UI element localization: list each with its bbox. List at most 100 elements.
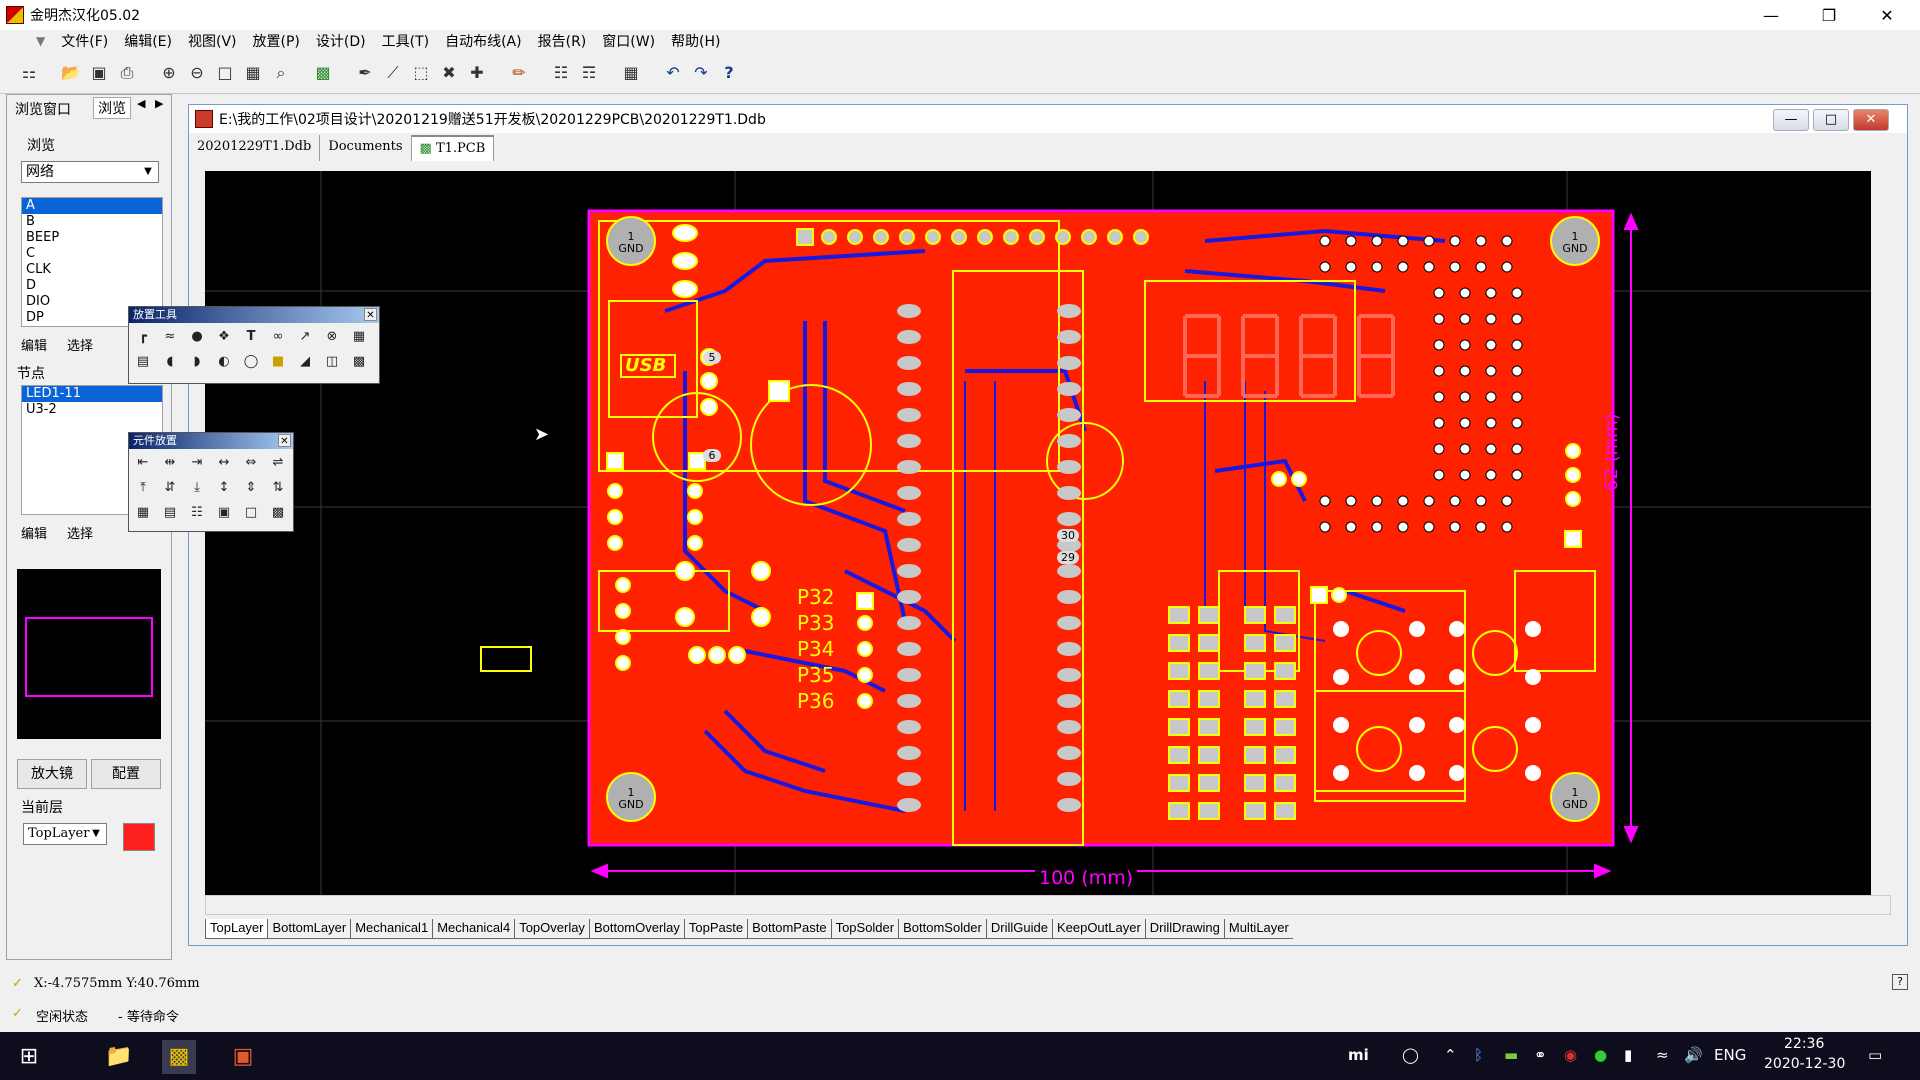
- layer-tab-mechanical4[interactable]: Mechanical4: [432, 919, 515, 939]
- move-icon[interactable]: ✚: [470, 63, 484, 82]
- place-origin-icon[interactable]: ⊗: [326, 329, 338, 344]
- browse-mode-select[interactable]: 网络▼: [21, 161, 159, 183]
- tab-scroll-left-icon[interactable]: ◀: [137, 97, 146, 110]
- place-text-icon[interactable]: T: [246, 329, 256, 344]
- doc-restore-button[interactable]: □: [1813, 109, 1849, 131]
- grid-icon[interactable]: ▦: [623, 63, 639, 82]
- redo-icon[interactable]: ↷: [694, 63, 708, 82]
- arrange-room-icon[interactable]: ▦: [136, 505, 150, 520]
- print-icon[interactable]: ⎙: [120, 63, 134, 82]
- place-arc-center-icon[interactable]: ◖: [166, 354, 174, 369]
- microphone-icon[interactable]: ⚭: [1534, 1046, 1547, 1064]
- place-polygon-icon[interactable]: ◢: [300, 354, 310, 369]
- sync-icon[interactable]: ◯: [1402, 1046, 1419, 1064]
- zoom-fit-icon[interactable]: □: [217, 63, 233, 82]
- place-circle-icon[interactable]: ◯: [243, 354, 259, 369]
- menu-design[interactable]: 设计(D): [315, 34, 366, 50]
- help-status-icon[interactable]: ?: [1892, 974, 1908, 990]
- help-icon[interactable]: ?: [724, 63, 734, 82]
- align-top-icon[interactable]: ⤒: [140, 480, 146, 495]
- protel-app-icon[interactable]: ▩: [162, 1040, 196, 1074]
- input-language[interactable]: ENG: [1714, 1046, 1747, 1064]
- align-bottom-icon[interactable]: ⤓: [194, 480, 200, 495]
- tab-scroll-right-icon[interactable]: ▶: [155, 97, 164, 110]
- clock-time[interactable]: 22:36: [1784, 1036, 1825, 1052]
- layer-tab-drilldrawing[interactable]: DrillDrawing: [1144, 919, 1224, 939]
- horizontal-scrollbar[interactable]: [205, 895, 1891, 915]
- menu-file[interactable]: 文件(F): [61, 34, 109, 50]
- menu-window[interactable]: 窗口(W): [602, 34, 656, 50]
- place-array-icon[interactable]: ▩: [352, 354, 366, 369]
- menu-place[interactable]: 放置(P): [252, 34, 300, 50]
- space-v-decrease-icon[interactable]: ⇅: [272, 480, 284, 495]
- current-layer-select[interactable]: TopLayer▼: [23, 823, 107, 845]
- place-arc-any-icon[interactable]: ◐: [218, 354, 230, 369]
- space-h-equal-icon[interactable]: ↔: [218, 455, 230, 470]
- list-item[interactable]: BEEP: [26, 230, 60, 245]
- layer-tab-toplayer[interactable]: TopLayer: [205, 919, 268, 939]
- layer-tab-multilayer[interactable]: MultiLayer: [1223, 919, 1293, 939]
- wechat-icon[interactable]: ●: [1594, 1046, 1608, 1064]
- list-item[interactable]: A: [22, 198, 162, 214]
- zoom-out-icon[interactable]: ⊖: [190, 63, 204, 82]
- close-icon[interactable]: ✕: [364, 308, 377, 321]
- list-item[interactable]: DIO: [26, 294, 51, 309]
- layer-tab-bottomsolder[interactable]: BottomSolder: [898, 919, 986, 939]
- volume-icon[interactable]: 🔊: [1684, 1046, 1703, 1064]
- windows-start-icon[interactable]: ⊞: [19, 1044, 39, 1069]
- mi-icon[interactable]: mi: [1348, 1046, 1369, 1064]
- align-center-v-icon[interactable]: ⇵: [164, 480, 176, 495]
- vertical-scrollbar[interactable]: [1871, 171, 1891, 895]
- layer-tab-toppaste[interactable]: TopPaste: [683, 919, 748, 939]
- deselect-icon[interactable]: ✖: [442, 63, 456, 82]
- project-tree-icon[interactable]: ⚏: [21, 63, 37, 82]
- space-h-increase-icon[interactable]: ⇔: [245, 455, 257, 470]
- net-list[interactable]: A B BEEP C CLK D DIO DP: [21, 197, 163, 327]
- battery-icon[interactable]: ▮: [1624, 1046, 1633, 1064]
- menu-tools[interactable]: 工具(T): [381, 34, 430, 50]
- layer-tab-drillguide[interactable]: DrillGuide: [985, 919, 1052, 939]
- component-library-icon[interactable]: ▩: [271, 505, 285, 520]
- place-via-icon[interactable]: ❖: [218, 329, 230, 344]
- ungroup-icon[interactable]: □: [244, 505, 258, 520]
- cross-probe-icon[interactable]: ✒: [358, 63, 372, 82]
- doc-minimize-button[interactable]: —: [1773, 109, 1809, 131]
- menu-edit[interactable]: 编辑(E): [124, 34, 172, 50]
- space-v-increase-icon[interactable]: ⇕: [245, 480, 257, 495]
- menu-autoroute[interactable]: 自动布线(A): [445, 34, 522, 50]
- line-tool-icon[interactable]: ⟋: [387, 63, 399, 82]
- menu-help[interactable]: 帮助(H): [671, 34, 721, 50]
- record-icon[interactable]: ◉: [1564, 1046, 1578, 1064]
- place-line-icon[interactable]: ≈: [164, 329, 176, 344]
- restore-button[interactable]: ❐: [1821, 5, 1837, 25]
- nvidia-icon[interactable]: ▬: [1504, 1046, 1519, 1064]
- undo-icon[interactable]: ↶: [666, 63, 680, 82]
- layer-tab-mechanical1[interactable]: Mechanical1: [350, 919, 433, 939]
- align-center-h-icon[interactable]: ⇹: [164, 455, 176, 470]
- placement-tools-palette[interactable]: 放置工具✕ ┏ ≈ ● ❖ T ∞ ↗ ⊗ ▦ ▤ ◖ ◗ ◐ ◯ ■ ◢ ◫ …: [128, 306, 380, 384]
- open-folder-icon[interactable]: 📂: [61, 63, 81, 82]
- system-menu-icon[interactable]: ▼: [36, 34, 46, 48]
- bluetooth-icon[interactable]: ᛒ: [1474, 1046, 1484, 1064]
- tab-ddb[interactable]: 20201229T1.Ddb: [189, 135, 321, 161]
- route-icon[interactable]: ✏: [512, 63, 526, 82]
- zoom-area-icon[interactable]: ▦: [245, 63, 261, 82]
- list-item[interactable]: CLK: [26, 262, 51, 277]
- align-right-icon[interactable]: ⇥: [191, 455, 203, 470]
- layer-tab-keepoutlayer[interactable]: KeepOutLayer: [1051, 919, 1145, 939]
- layer-tab-bottomlayer[interactable]: BottomLayer: [267, 919, 351, 939]
- tab-t1-pcb[interactable]: ▩ T1.PCB: [411, 135, 495, 161]
- list-item[interactable]: LED1-11: [22, 386, 162, 402]
- config-button[interactable]: 配置: [91, 759, 161, 789]
- move-to-grid-icon[interactable]: ☷: [191, 505, 203, 520]
- tab-documents[interactable]: Documents: [320, 135, 412, 161]
- minimize-button[interactable]: —: [1763, 5, 1779, 25]
- place-room-icon[interactable]: ▤: [136, 354, 150, 369]
- zoom-in-icon[interactable]: ⊕: [162, 63, 176, 82]
- close-button[interactable]: ✕: [1880, 5, 1894, 25]
- magnifier-button[interactable]: 放大镜: [17, 759, 87, 789]
- file-explorer-icon[interactable]: 📁: [105, 1044, 133, 1069]
- library-icon[interactable]: ☷: [553, 63, 569, 82]
- space-h-decrease-icon[interactable]: ⇌: [272, 455, 284, 470]
